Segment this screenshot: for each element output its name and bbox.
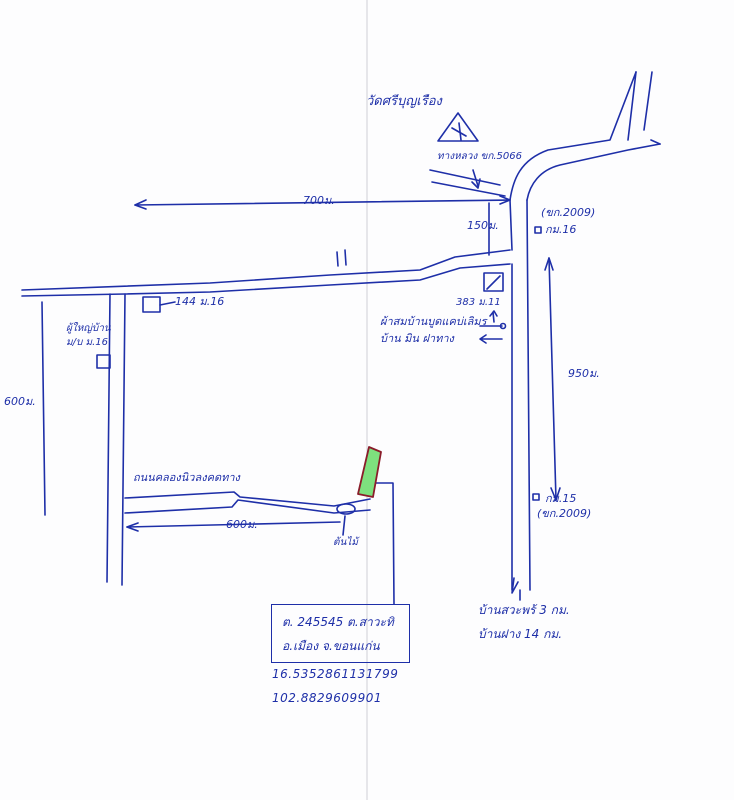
direction-label-2: บ้านฝาง 14 กม.: [478, 627, 563, 641]
highway-code-top-label: (ขก.2009): [541, 206, 596, 219]
distance-700-label: 700ม.: [303, 194, 335, 207]
dimension-700-arrow-left: [134, 199, 147, 210]
village-dot: [499, 322, 507, 330]
road-mark-1: [336, 251, 339, 267]
tree-symbol: [336, 503, 356, 515]
km15-post-marker: [532, 493, 540, 501]
info-line-2: อ.เมือง จ.ขอนแก่น: [282, 639, 380, 653]
km16-label: กม.16: [545, 223, 577, 236]
land-plot-highlight: [357, 446, 382, 498]
village-label-2: บ้าน มิน ฝาทาง: [380, 332, 454, 345]
side-road-upper: [429, 169, 506, 197]
house-383-label: 383 ม.11: [456, 297, 501, 308]
tree-leader: [342, 515, 346, 536]
temple-label: วัดศรีบุญเรือง: [366, 94, 442, 109]
canal-road-label: ถนนคลองนิวลงคดทาง: [133, 471, 240, 484]
village-arrow-left: [479, 334, 503, 344]
arrow-to-road-head: [471, 178, 481, 189]
canal-road-lower: [124, 499, 371, 514]
dimension-600-bottom: [126, 521, 341, 528]
canal-road-upper: [124, 491, 371, 507]
distance-600-bottom-label: 600ม.: [226, 518, 258, 531]
tree-label: ต้นไม้: [333, 537, 358, 548]
head-village-label-2: ม/บ ม.16: [66, 337, 108, 348]
dimension-700-arrow-right: [499, 195, 511, 205]
house-383-slash: [486, 275, 501, 290]
temple-triangle: [437, 112, 479, 142]
plot-leader-line: [374, 482, 395, 605]
road-mark-2: [344, 249, 347, 266]
dimension-950-arrow-up: [544, 257, 554, 271]
road-main-horizontal: [21, 249, 511, 291]
location-info-box: ต. 245545 ต.สาวะทิ อ.เมือง จ.ขอนแก่น: [271, 604, 410, 663]
road-code-label: ทางหลวง ขก.5066: [437, 151, 523, 162]
road-left-vertical-inner: [121, 293, 126, 586]
house-144-leader: [159, 301, 176, 306]
temple-cross-1: [451, 127, 467, 137]
highway-code-bottom-label: (ขก.2009): [537, 507, 592, 520]
dimension-950: [548, 257, 557, 501]
km16-post-marker: [534, 226, 542, 234]
head-village-marker: [96, 354, 111, 369]
distance-950-label: 950ม.: [568, 367, 600, 380]
highway-curve-outer: [509, 71, 637, 201]
house-144-marker: [142, 296, 161, 313]
dimension-700: [134, 199, 511, 206]
village-arrow-up: [489, 310, 498, 323]
village-label-1: ผ้าสมบ้านบูดแคบ่เลิมร: [380, 315, 487, 328]
road-left-vertical-outer: [106, 293, 111, 583]
dimension-950-arrow-down: [550, 487, 561, 501]
info-line-1: ต. 245545 ต.สาวะทิ: [282, 615, 394, 629]
house-144-label: 144 ม.16: [175, 295, 225, 308]
highway-curve-inner: [526, 143, 661, 201]
highway-top-2: [643, 71, 661, 145]
latitude-text: 16.5352861131799: [272, 667, 399, 681]
highway-vertical-left-edge: [509, 199, 513, 591]
house-383-marker: [483, 272, 504, 292]
dimension-600-left: [41, 301, 46, 516]
longitude-text: 102.8829609901: [272, 691, 383, 705]
head-village-label: ผู้ใหญ่บ้าน: [66, 323, 111, 334]
direction-label-1: บ้านสวะพร้ 3 กม.: [478, 603, 570, 617]
distance-150-label: 150ม.: [467, 219, 499, 232]
arrow-to-road: [472, 169, 479, 187]
highway-arrow-down: [511, 577, 519, 594]
km15-label: กม.15: [545, 492, 577, 505]
highway-vertical-right-edge: [526, 199, 531, 591]
highway-to-top: [627, 71, 637, 141]
temple-cross-2: [458, 122, 462, 141]
dimension-600-bottom-arrow: [126, 522, 139, 532]
distance-600-left-label: 600ม.: [4, 395, 36, 408]
